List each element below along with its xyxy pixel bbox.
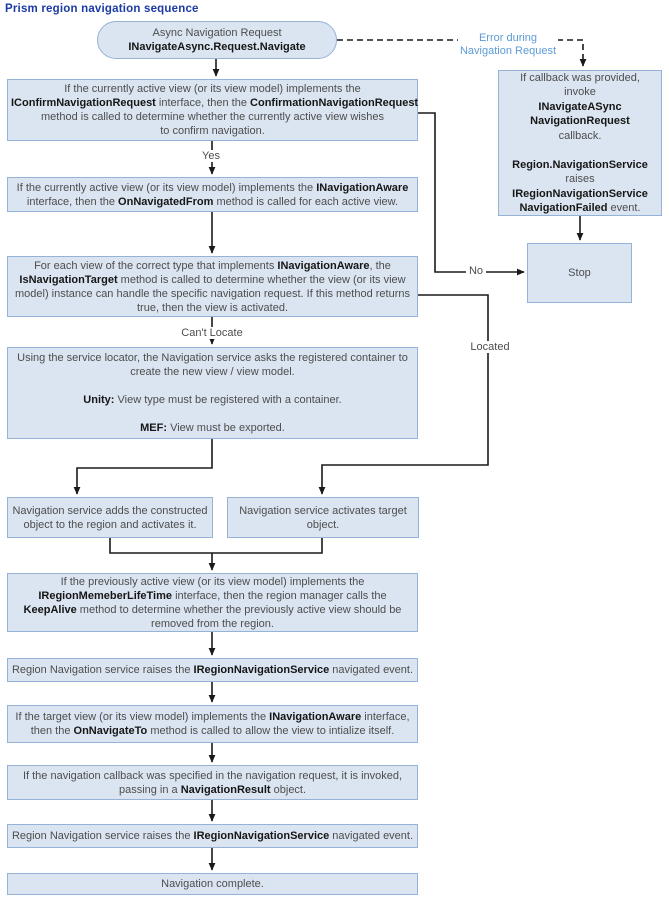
node-keep-alive: If the previously active view (or its vi… (7, 573, 418, 632)
edge-label-error-during-navigation-request: Error during Navigation Request (457, 32, 559, 58)
edge-located (318, 294, 489, 495)
edge-label-no: No (465, 265, 487, 277)
node-service-locator: Using the service locator, the Navigatio… (7, 347, 418, 439)
edge-merge-bar (109, 538, 323, 554)
node-on-navigated-from: If the currently active view (or its vie… (7, 177, 418, 212)
edge-label-yes: Yes (199, 150, 223, 162)
edge-locator-to-addregion (73, 439, 213, 495)
node-confirm-navigation-request: If the currently active view (or its vie… (7, 79, 418, 141)
node-navigation-complete: Navigation complete. (7, 873, 418, 895)
node-stop: Stop (527, 243, 632, 303)
node-navigation-callback: If the navigation callback was specified… (7, 765, 418, 800)
node-raises-navigated-event-1: Region Navigation service raises the IRe… (7, 658, 418, 682)
edge-error-dashed (337, 39, 587, 67)
node-raises-navigated-event-2: Region Navigation service raises the IRe… (7, 824, 418, 848)
node-is-navigation-target: For each view of the correct type that i… (7, 256, 418, 317)
page-title: Prism region navigation sequence (5, 3, 199, 15)
edge-label-located: Located (467, 341, 513, 353)
edge-label-cant-locate: Can't Locate (178, 327, 246, 339)
node-on-navigate-to: If the target view (or its view model) i… (7, 705, 418, 743)
edge-label-error-line2: Navigation Request (459, 45, 557, 57)
edge-label-error-line1: Error during (478, 32, 538, 44)
